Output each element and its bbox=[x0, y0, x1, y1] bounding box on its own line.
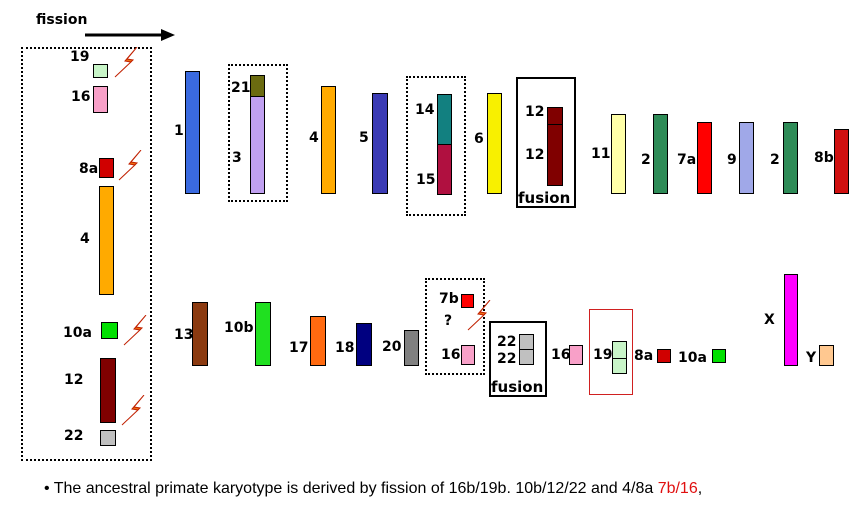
chromosome-21 bbox=[250, 75, 265, 97]
chromosome-13 bbox=[192, 302, 208, 366]
chromosome-3 bbox=[250, 96, 265, 194]
row1-label-3: 3 bbox=[232, 150, 242, 166]
row2-label-7b: 7b bbox=[439, 291, 459, 307]
chromosome-7a bbox=[697, 122, 712, 194]
chromosome-12-fused bbox=[547, 107, 563, 186]
highlight-box-19 bbox=[589, 309, 633, 395]
row1-label-7a: 7a bbox=[677, 152, 697, 168]
row1-label-1: 1 bbox=[174, 123, 184, 139]
chromosome-9 bbox=[739, 122, 754, 194]
left-label-16: 16 bbox=[71, 89, 91, 105]
chromosome-14 bbox=[437, 94, 452, 145]
chromosome-22-fused-b bbox=[519, 349, 534, 365]
chromosome-22 bbox=[100, 430, 116, 446]
chromosome-12 bbox=[100, 358, 116, 423]
chromosome-19-b bbox=[612, 358, 627, 374]
fission-bolt-icon bbox=[114, 47, 138, 78]
row1-label-4: 4 bbox=[309, 130, 319, 146]
chromosome-2a bbox=[653, 114, 668, 194]
fusion-label-row2: fusion bbox=[491, 378, 544, 396]
group-21-3 bbox=[228, 64, 288, 202]
left-label-19: 19 bbox=[70, 49, 90, 65]
chromosome-8b bbox=[834, 129, 849, 194]
row2-label-13: 13 bbox=[174, 327, 194, 343]
row2-label-Y: Y bbox=[806, 350, 817, 366]
group-7b-16 bbox=[425, 278, 485, 375]
row2-label-8a: 8a bbox=[634, 348, 654, 364]
chromosome-19 bbox=[93, 64, 108, 78]
chromosome-16-row2a bbox=[461, 345, 475, 365]
chromosome-X bbox=[784, 274, 798, 366]
row1-label-5: 5 bbox=[359, 130, 369, 146]
fission-bolt-icon bbox=[123, 315, 147, 346]
fission-bolt-icon bbox=[121, 395, 145, 426]
chromosome-8a bbox=[99, 158, 114, 178]
row2-label-22a: 22 bbox=[497, 334, 517, 350]
row2-label-17: 17 bbox=[289, 340, 309, 356]
chromosome-4-row1 bbox=[321, 86, 336, 194]
row2-label-10a: 10a bbox=[678, 350, 707, 366]
chromosome-19-a bbox=[612, 341, 627, 359]
group-14-15 bbox=[406, 76, 466, 216]
row2-label-19: 19 bbox=[593, 347, 613, 363]
chromosome-10a bbox=[101, 322, 118, 339]
caption: • The ancestral primate karyotype is der… bbox=[44, 480, 702, 498]
row2-label-X: X bbox=[764, 312, 775, 328]
chromosome-Y bbox=[819, 345, 834, 366]
row1-label-12a: 12 bbox=[525, 104, 545, 120]
left-fission-group bbox=[21, 47, 152, 461]
row1-label-21: 21 bbox=[231, 80, 251, 96]
left-label-4: 4 bbox=[80, 231, 90, 247]
chromosome-17 bbox=[310, 316, 326, 366]
chromosome-18 bbox=[356, 323, 372, 366]
row1-label-6: 6 bbox=[474, 131, 484, 147]
row2-label-16a: 16 bbox=[441, 347, 461, 363]
left-label-22: 22 bbox=[64, 428, 84, 444]
fusion-box-22 bbox=[489, 321, 547, 397]
row2-label-22b: 22 bbox=[497, 351, 517, 367]
chromosome-10a-row2 bbox=[712, 349, 726, 363]
fusion-line bbox=[547, 124, 563, 125]
fission-label: fission bbox=[36, 12, 88, 28]
chromosome-7b bbox=[461, 294, 474, 308]
chromosome-16-row2b bbox=[569, 345, 583, 365]
chromosome-11 bbox=[611, 114, 626, 194]
chromosome-10b bbox=[255, 302, 271, 366]
chromosome-16 bbox=[93, 86, 108, 113]
chromosome-8a-row2 bbox=[657, 349, 671, 363]
fission-bolt-icon bbox=[467, 300, 491, 331]
row1-label-9: 9 bbox=[727, 152, 737, 168]
row1-label-14: 14 bbox=[415, 102, 435, 118]
left-label-12: 12 bbox=[64, 372, 84, 388]
fission-arrow bbox=[85, 29, 175, 41]
left-label-10a: 10a bbox=[63, 325, 92, 341]
chromosome-1 bbox=[185, 71, 200, 194]
chromosome-20 bbox=[404, 330, 419, 366]
row2-label-20: 20 bbox=[382, 339, 402, 355]
fission-bolt-icon bbox=[118, 150, 142, 181]
row1-label-11: 11 bbox=[591, 146, 611, 162]
row2-label-question: ? bbox=[444, 313, 453, 329]
fusion-box-12 bbox=[516, 77, 576, 208]
row2-label-18: 18 bbox=[335, 340, 355, 356]
fusion-label-row1: fusion bbox=[518, 189, 571, 207]
row2-label-10b: 10b bbox=[224, 320, 254, 336]
chromosome-22-fused-a bbox=[519, 334, 534, 350]
chromosome-5 bbox=[372, 93, 388, 194]
caption-prefix: • The ancestral primate karyotype is der… bbox=[44, 480, 658, 497]
chromosome-4 bbox=[99, 186, 114, 295]
left-label-8a: 8a bbox=[79, 161, 99, 177]
row1-label-8b: 8b bbox=[814, 150, 834, 166]
caption-suffix: , bbox=[697, 480, 703, 497]
row1-label-15: 15 bbox=[416, 172, 436, 188]
row1-label-12b: 12 bbox=[525, 147, 545, 163]
chromosome-2b bbox=[783, 122, 798, 194]
caption-highlight: 7b/16 bbox=[657, 480, 698, 497]
row1-label-2a: 2 bbox=[641, 152, 651, 168]
chromosome-15 bbox=[437, 144, 452, 195]
row2-label-16b: 16 bbox=[551, 347, 571, 363]
chromosome-6 bbox=[487, 93, 502, 194]
row1-label-2b: 2 bbox=[770, 152, 780, 168]
